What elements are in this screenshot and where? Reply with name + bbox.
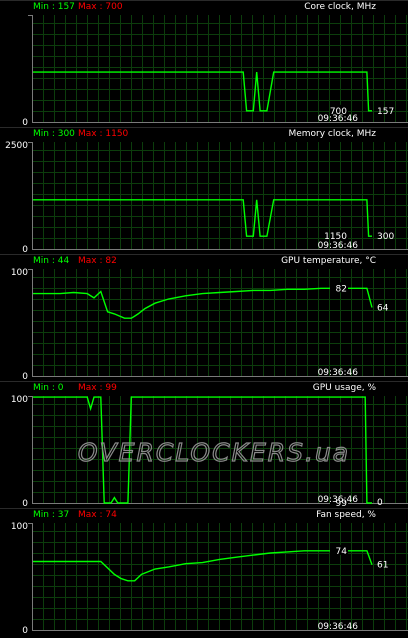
y-bottom-label: 0 xyxy=(22,118,28,128)
series-line xyxy=(33,71,372,112)
panel-title: GPU temperature, °C xyxy=(281,256,376,266)
watermark-text: OVERCLOCKERS.ua xyxy=(78,438,350,467)
timestamp-label: 09:36:46 xyxy=(318,241,359,251)
min-label: Min : 37 xyxy=(33,510,69,520)
max-label: Max : 99 xyxy=(78,383,117,393)
series-line xyxy=(33,287,373,319)
y-top-label: 100 xyxy=(11,268,28,278)
y-bottom-label: 0 xyxy=(22,245,28,255)
monitor-panel: Min : 44 Max : 82 GPU temperature, °C 100 0 8… xyxy=(0,254,408,382)
watermark-logo: OVERCLOCKERS.ua xyxy=(77,437,350,467)
y-bottom-label: 0 xyxy=(22,626,28,636)
timestamp-label: 09:36:46 xyxy=(318,114,359,124)
grid xyxy=(32,269,408,377)
grid xyxy=(32,142,408,250)
current-value-label: 82 xyxy=(336,284,347,294)
last-value-label: 0 xyxy=(377,498,383,508)
min-label: Min : 157 xyxy=(33,2,75,12)
grid xyxy=(32,523,408,631)
last-value-label: 64 xyxy=(377,304,389,314)
panel-title: Core clock, MHz xyxy=(304,2,376,12)
min-label: Min : 300 xyxy=(33,129,75,139)
series-line xyxy=(33,396,372,504)
min-label: Min : 44 xyxy=(33,256,69,266)
current-value-bg xyxy=(330,282,348,293)
y-bottom-label: 0 xyxy=(22,499,28,509)
monitor-panel: Min : 37 Max : 74 Fan speed, % 100 0 74 61 09:3… xyxy=(0,508,408,636)
current-value-bg xyxy=(330,544,348,555)
monitor-panel: Min : 0 Max : 99 GPU usage, % 100 0 99 0 09:36:… xyxy=(0,381,408,509)
y-top-label: 100 xyxy=(11,395,28,405)
panel-title: GPU usage, % xyxy=(313,383,377,393)
current-value-label: 74 xyxy=(336,547,348,557)
timestamp-label: 09:36:46 xyxy=(318,622,359,632)
y-top-label: 2500 xyxy=(5,141,28,151)
last-value-label: 61 xyxy=(377,561,388,571)
panel-title: Memory clock, MHz xyxy=(288,129,376,139)
current-value-bg xyxy=(330,230,348,241)
current-value-label: 99 xyxy=(336,499,348,509)
current-value-bg xyxy=(330,104,348,115)
max-label: Max : 74 xyxy=(78,510,117,520)
timestamp-label: 09:36:46 xyxy=(318,368,359,378)
current-value-label: 1150 xyxy=(324,232,347,242)
current-value-bg xyxy=(330,497,348,507)
max-label: Max : 82 xyxy=(78,256,117,266)
y-bottom-label: 0 xyxy=(22,372,28,382)
series-line xyxy=(33,550,373,582)
last-value-label: 157 xyxy=(377,107,394,117)
grid xyxy=(32,15,408,123)
max-label: Max : 1150 xyxy=(78,129,129,139)
series-line xyxy=(33,199,372,237)
max-label: Max : 700 xyxy=(78,2,123,12)
current-value-label: 700 xyxy=(330,107,347,117)
min-label: Min : 0 xyxy=(33,383,64,393)
y-top-label: 100 xyxy=(11,522,28,532)
panel-title: Fan speed, % xyxy=(316,510,376,520)
last-value-label: 300 xyxy=(377,232,394,242)
timestamp-label: 09:36:46 xyxy=(318,495,359,505)
